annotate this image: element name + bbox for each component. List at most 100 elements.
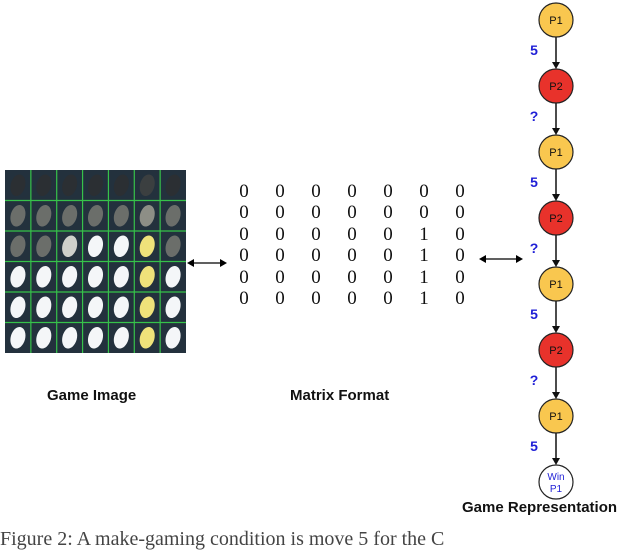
edge-label: 5 [530,438,538,454]
board-disc [139,174,155,197]
matrix-cell: 0 [311,266,321,288]
board-disc [139,235,155,258]
board-disc [165,296,181,319]
matrix-cell: 0 [347,287,357,309]
board-disc [139,265,155,288]
matrix-cell: 0 [455,266,465,288]
matrix-cell: 0 [275,223,285,245]
board-disc [62,204,78,227]
edge-label: ? [530,108,539,124]
board-disc [36,174,52,197]
board-disc [139,326,155,349]
board-disc [62,235,78,258]
board-disc [113,265,129,288]
node-label: P1 [549,147,562,159]
matrix-cell: 0 [419,202,429,224]
matrix-cell: 1 [419,266,429,288]
p1-node [538,398,574,434]
edge-label: ? [530,372,539,388]
chain-arrowhead [552,458,560,465]
matrix-cell: 0 [419,181,429,202]
board-disc [36,235,52,258]
chain-arrowhead [552,260,560,267]
matrix-cell: 0 [275,181,285,202]
matrix-cell: 0 [383,223,393,245]
matrix-cell: 0 [383,181,393,202]
board-disc [36,326,52,349]
board-disc [165,265,181,288]
p1-node [538,2,574,38]
board-disc [139,296,155,319]
edge-label: 5 [530,306,538,322]
matrix-cell: 0 [455,223,465,245]
board-disc [87,265,104,288]
matrix-cell: 0 [383,266,393,288]
node-label: P2 [549,345,562,357]
matrix-cell: 0 [311,245,321,267]
matrix-cell: 0 [455,245,465,267]
matrix-cell: 0 [347,202,357,224]
matrix-cell: 0 [311,181,321,202]
bidirectional-arrow-right [479,255,523,263]
board-disc [10,265,26,288]
matrix-format-label: Matrix Format [290,387,390,404]
matrix-cell: 0 [239,266,249,288]
matrix-cell: 0 [239,245,249,267]
matrix-cell: 0 [311,202,321,224]
board-disc [36,296,52,319]
board-disc [113,296,129,319]
board-disc [113,326,129,349]
p1-node [538,266,574,302]
edge-label: 5 [530,42,538,58]
chain-arrowhead [552,128,560,135]
edge-label: ? [530,240,539,256]
board-disc [10,235,26,258]
node-label: P2 [549,213,562,225]
node-label: P1 [549,411,562,423]
board-disc [62,296,78,319]
matrix-cell: 0 [275,202,285,224]
board-disc [62,174,78,197]
matrix-cell: 0 [275,266,285,288]
board-disc [139,204,155,227]
matrix-cell: 1 [419,287,429,309]
p2-node [538,68,574,104]
win-node [538,464,574,500]
chain-arrowhead [552,326,560,333]
node-label: P2 [549,81,562,93]
matrix-cell: 0 [347,181,357,202]
matrix-cell: 0 [239,202,249,224]
board-disc [62,326,78,349]
board-disc [165,326,181,349]
matrix-cell: 0 [383,202,393,224]
bidirectional-arrow-left [187,259,227,267]
figure-caption: Figure 2: A make-gaming condition is mov… [0,528,445,550]
matrix-cell: 0 [347,245,357,267]
matrix-cell: 0 [347,223,357,245]
node-label: P1 [550,484,563,495]
board-disc [113,204,129,227]
board-disc [87,235,104,258]
matrix-cell: 0 [455,181,465,202]
matrix-row: 0 0 0 0 0 0 0 [226,202,478,223]
node-label: P1 [549,279,562,291]
matrix-cell: 0 [311,287,321,309]
matrix-cell: 0 [383,245,393,267]
matrix-row: 0 0 0 0 0 1 0 [226,245,478,266]
matrix-cell: 0 [383,287,393,309]
board-disc [87,204,104,227]
chain-arrowhead [552,194,560,201]
matrix-cell: 0 [239,287,249,309]
board-disc [87,326,104,349]
node-label: Win [547,472,564,483]
board-disc [165,204,181,227]
matrix-cell: 0 [275,287,285,309]
board-disc [62,265,78,288]
matrix-cell: 0 [275,245,285,267]
board-disc [10,174,26,197]
matrix-cell: 1 [419,245,429,267]
matrix-cell: 0 [455,202,465,224]
